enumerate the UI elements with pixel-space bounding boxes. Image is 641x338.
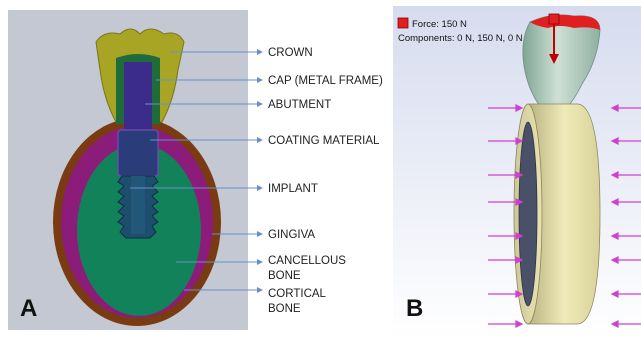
label-crown: CROWN — [268, 47, 313, 59]
panel-a-labels: CROWN CAP (METAL FRAME) ABUTMENT COATING… — [268, 47, 383, 315]
panel-b-letter: B — [406, 295, 423, 322]
label-coating: COATING MATERIAL — [268, 135, 380, 147]
force-legend-swatch — [398, 18, 408, 28]
label-cortical-2: BONE — [268, 303, 301, 315]
panel-a-letter: A — [20, 295, 37, 322]
label-cancellous-1: CANCELLOUS — [268, 255, 346, 267]
bone-cylinder-inner — [519, 122, 537, 306]
label-cap: CAP (METAL FRAME) — [268, 75, 383, 87]
panel-b: Force: 150 N Components: 0 N, 150 N, 0 N — [393, 6, 641, 338]
force-label: Force: 150 N — [412, 19, 467, 30]
panel-a: A — [8, 10, 262, 330]
label-cancellous-2: BONE — [268, 270, 301, 282]
coating-shape — [118, 130, 158, 176]
label-gingiva: GINGIVA — [268, 229, 315, 241]
abutment-shape — [124, 62, 152, 140]
force-components-label: Components: 0 N, 150 N, 0 N — [398, 33, 523, 44]
label-abutment: ABUTMENT — [268, 99, 331, 111]
label-implant: IMPLANT — [268, 183, 318, 195]
force-marker-box — [549, 14, 559, 24]
implant-core — [131, 176, 145, 234]
label-cortical-1: CORTICAL — [268, 288, 327, 300]
